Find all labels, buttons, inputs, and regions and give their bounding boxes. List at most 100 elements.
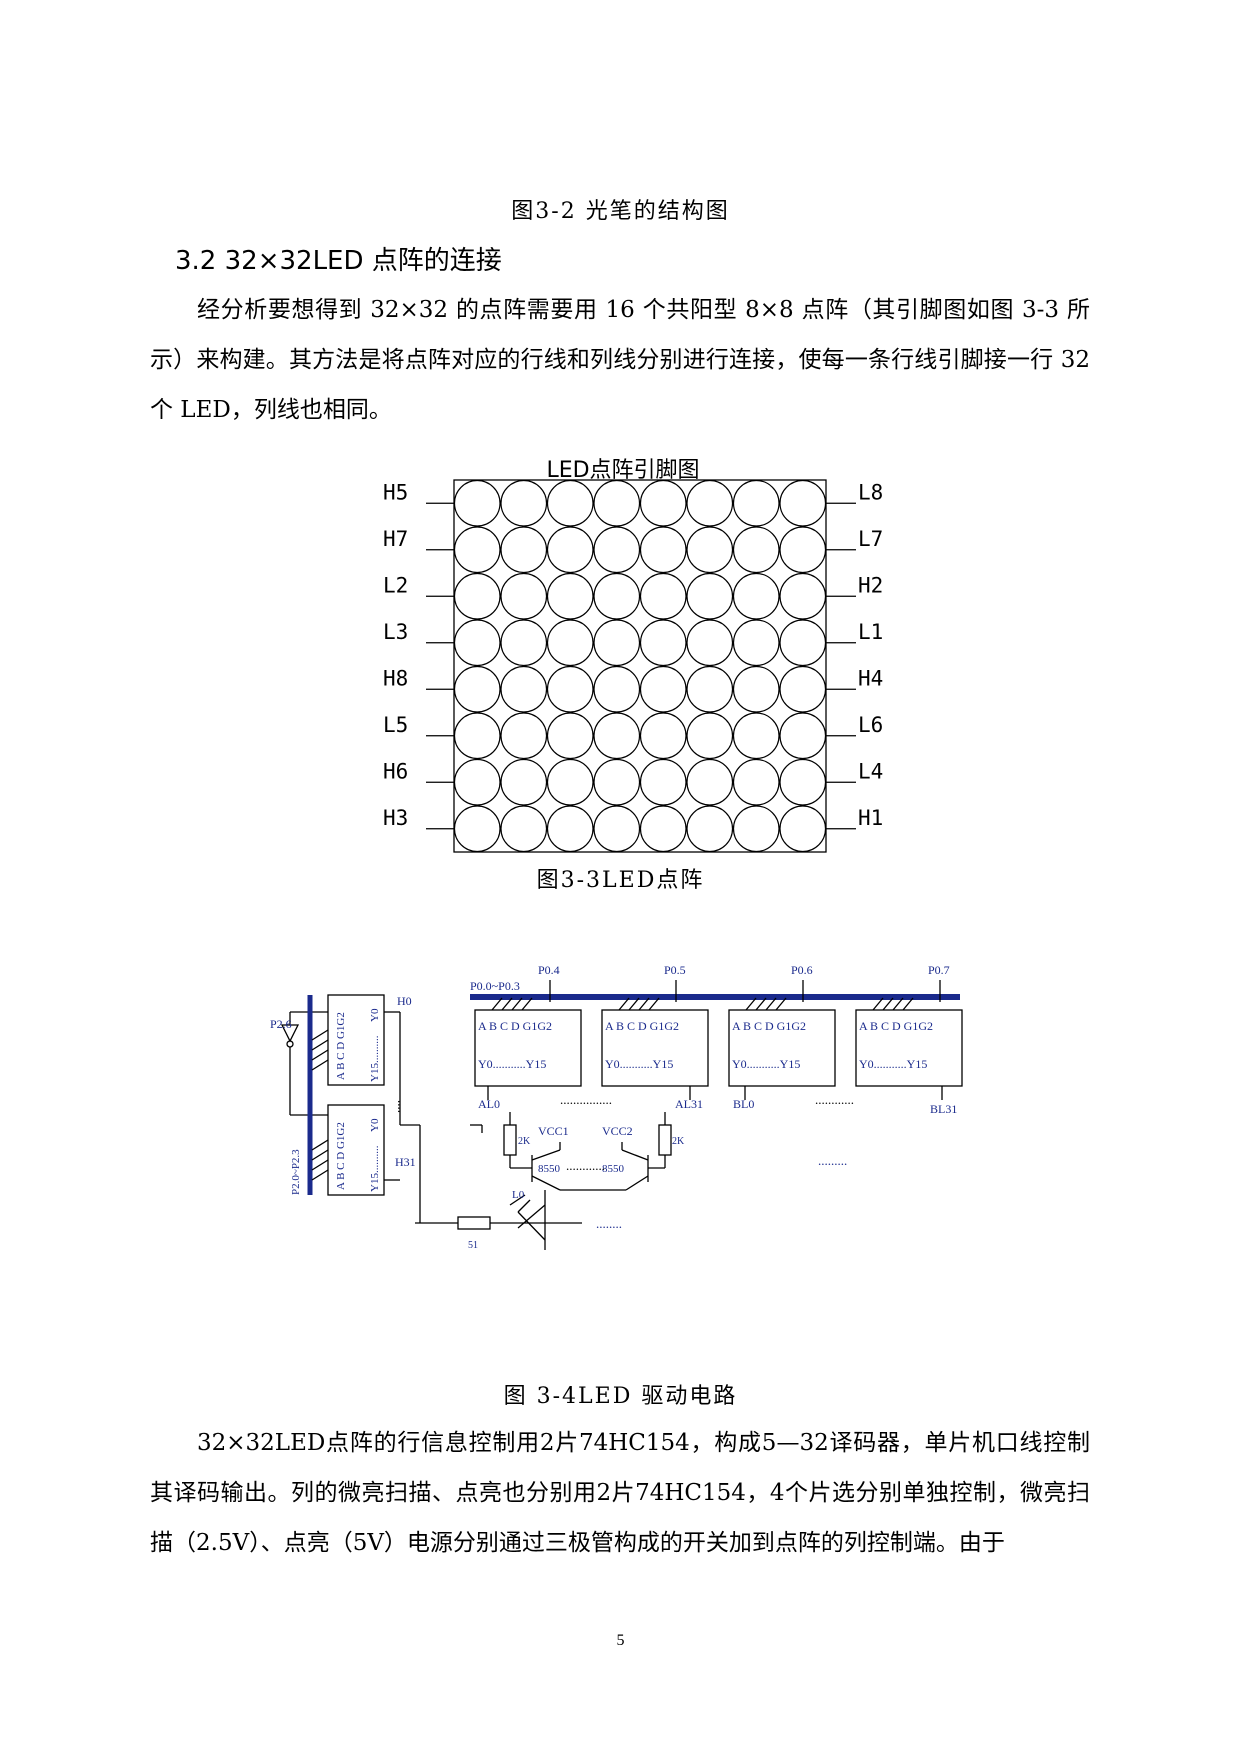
- led-dot: [779, 712, 827, 760]
- led-dot: [500, 479, 548, 527]
- resistor-2k-left: 2K: [518, 1136, 531, 1147]
- col-bl31-label: BL31: [930, 1102, 957, 1116]
- port-p07-label: P0.7: [928, 963, 950, 977]
- port-p06-label: P0.6: [791, 963, 813, 977]
- led-dot: [593, 712, 641, 760]
- led-dot: [453, 758, 501, 806]
- led-matrix-title: LED点阵引脚图: [546, 458, 700, 483]
- led-dot: [732, 712, 780, 760]
- led-dot: [546, 526, 594, 574]
- pin-label-left: L5: [383, 713, 408, 737]
- decoder-4-outputs: Y0...........Y15: [859, 1057, 927, 1071]
- led-dot: [779, 758, 827, 806]
- figure-3-2-caption: 图3-2 光笔的结构图: [511, 199, 730, 224]
- figure-3-4-caption: 图 3-4LED 驱动电路: [503, 1384, 738, 1409]
- paragraph-1-text: 经分析要想得到 32×32 的点阵需要用 16 个共阳型 8×8 点阵（其引脚图…: [150, 297, 1090, 423]
- vcc2-label: VCC2: [602, 1124, 633, 1138]
- pin-label-left: H5: [383, 480, 408, 504]
- led-dot: [686, 712, 734, 760]
- ellipsis-5: ........: [596, 1216, 622, 1231]
- led-dot: [453, 805, 501, 853]
- led-dot: [453, 619, 501, 667]
- ellipsis-2: ............: [815, 1092, 854, 1107]
- decoder-1-inputs: A B C D G1G2: [478, 1019, 552, 1033]
- vertical-ellipsis: ....: [395, 1100, 410, 1113]
- led-dot: [779, 665, 827, 713]
- decoder-1-outputs: Y0...........Y15: [478, 1057, 546, 1071]
- decoder-2-inputs: A B C D G1G2: [605, 1019, 679, 1033]
- led-dot: [639, 526, 687, 574]
- p2-bus-label: P2.0~P2.3: [290, 1149, 302, 1195]
- paragraph-2-text: 32×32LED点阵的行信息控制用2片74HC154，构成5—32译码器，单片机…: [150, 1430, 1090, 1556]
- led-dot: [779, 619, 827, 667]
- led-dot: [639, 479, 687, 527]
- ellipsis-3: .........: [818, 1153, 847, 1168]
- paragraph-2: 32×32LED点阵的行信息控制用2片74HC154，构成5—32译码器，单片机…: [150, 1418, 1090, 1568]
- led-dot: [686, 758, 734, 806]
- ellipsis-1: ................: [560, 1092, 612, 1107]
- pin-label-left: H7: [383, 527, 408, 551]
- led-dot: [546, 665, 594, 713]
- row-h31-label: H31: [395, 1155, 416, 1169]
- port-p04-label: P0.4: [538, 963, 560, 977]
- resistor-51-label: 51: [468, 1240, 478, 1251]
- page-number: 5: [616, 1632, 625, 1649]
- led-dot: [639, 572, 687, 620]
- row-decoder-2-y15: Y15..........: [369, 1145, 381, 1192]
- led-dot: [779, 479, 827, 527]
- led-dot: [732, 805, 780, 853]
- vcc1-label: VCC1: [538, 1124, 569, 1138]
- pin-label-right: H2: [858, 573, 883, 597]
- led-dot: [779, 572, 827, 620]
- led-dot: [686, 572, 734, 620]
- led-dot: [593, 805, 641, 853]
- led-dot: [639, 665, 687, 713]
- led-dot: [639, 712, 687, 760]
- led-dot: [779, 526, 827, 574]
- transistor-right-label: 8550: [602, 1163, 625, 1175]
- led-dot: [500, 619, 548, 667]
- led-dot: [546, 712, 594, 760]
- led-dot: [686, 665, 734, 713]
- led-dot: [639, 758, 687, 806]
- pin-label-left: H8: [383, 666, 408, 690]
- led-dot: [453, 572, 501, 620]
- figure-3-3-caption: 图3-3LED点阵: [536, 868, 705, 893]
- pin-label-right: L4: [858, 759, 883, 783]
- led-dot: [546, 619, 594, 667]
- led-dot: [732, 479, 780, 527]
- led-dot: [500, 572, 548, 620]
- led-dot: [639, 805, 687, 853]
- resistor-2k-right: 2K: [672, 1136, 685, 1147]
- led-dot: [546, 572, 594, 620]
- row-decoder-1-y0: Y0: [369, 1008, 381, 1022]
- led-dot: [546, 479, 594, 527]
- section-heading: 3.2 32×32LED 点阵的连接: [175, 246, 502, 276]
- led-dot: [500, 665, 548, 713]
- led-dot: [500, 805, 548, 853]
- led-dot: [732, 665, 780, 713]
- decoder-3-inputs: A B C D G1G2: [732, 1019, 806, 1033]
- port-p05-label: P0.5: [664, 963, 686, 977]
- led-dot: [453, 665, 501, 713]
- led-dot: [639, 619, 687, 667]
- led-dot: [593, 619, 641, 667]
- row-decoder-1-inputs: A B C D G1G2: [335, 1012, 347, 1080]
- decoder-2-outputs: Y0...........Y15: [605, 1057, 673, 1071]
- led-dot: [500, 758, 548, 806]
- led-dot: [686, 526, 734, 574]
- led-dot: [686, 479, 734, 527]
- transistor-left-label: 8550: [538, 1163, 561, 1175]
- led-dot: [500, 712, 548, 760]
- row-decoder-2-inputs: A B C D G1G2: [335, 1122, 347, 1190]
- pin-label-right: H4: [858, 666, 883, 690]
- decoder-4-inputs: A B C D G1G2: [859, 1019, 933, 1033]
- pin-label-left: H6: [383, 759, 408, 783]
- led-dot: [453, 712, 501, 760]
- led-dot: [593, 479, 641, 527]
- led-dot: [732, 572, 780, 620]
- led-dot: [732, 758, 780, 806]
- led-dot: [453, 526, 501, 574]
- led-dot: [593, 572, 641, 620]
